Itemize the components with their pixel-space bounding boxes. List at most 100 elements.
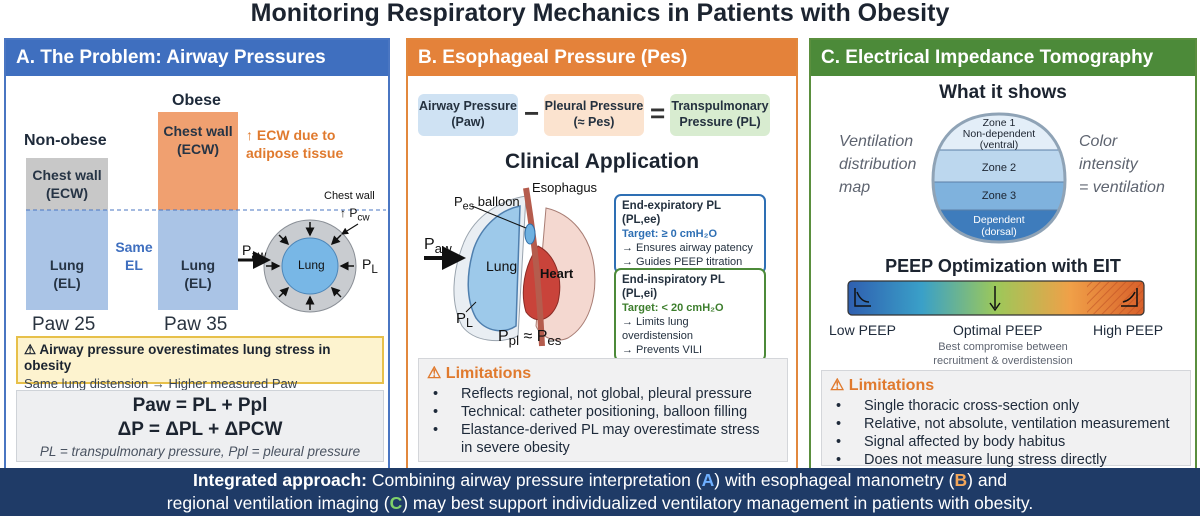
non-obese-label: Non-obese	[24, 132, 107, 149]
chest-wall-text: Chest wall	[163, 123, 233, 139]
equals-sign: =	[650, 98, 666, 128]
diagram-chest-wall-label: Chest wall	[324, 190, 375, 202]
what-it-shows-title: What it shows	[939, 82, 1067, 103]
warning-box: ⚠ Airway pressure overestimates lung str…	[16, 336, 384, 391]
pcw-sub: cw	[357, 212, 370, 224]
same-el-text: EL	[125, 257, 143, 273]
pes-rest: balloon	[474, 194, 520, 209]
same-el-label: Same EL	[114, 238, 154, 274]
transpulmonary-box: Transpulmonary Pressure (PL)	[670, 94, 770, 136]
footer-bold: Integrated approach:	[192, 470, 368, 490]
right-line1: Color	[1079, 133, 1118, 150]
footer-banner: Integrated approach: Combining airway pr…	[0, 468, 1200, 516]
compromise-line2: recruitment & overdistension	[933, 355, 1073, 367]
esophagus-label: Esophagus	[532, 180, 598, 195]
footer-t3: ) and	[967, 470, 1008, 490]
warning-title: ⚠ Airway pressure overestimates lung str…	[24, 342, 331, 373]
list-item-continuation: in severe obesity	[461, 440, 570, 456]
left-line2: distribution	[839, 156, 917, 173]
compromise-note: Best compromise between recruitment & ov…	[811, 340, 1195, 368]
level-dashed-line	[26, 209, 386, 211]
ecw-note-line1: ↑ ECW due to	[246, 127, 336, 143]
left-line3: map	[839, 179, 871, 196]
obese-lung: Lung (EL)	[158, 210, 238, 310]
pleural-line1: Pleural Pressure	[544, 99, 644, 113]
heart-label: Heart	[540, 266, 574, 281]
dep-line1: Dependent	[973, 214, 1025, 226]
equation-2: ΔP = ΔPL + ΔPCW	[117, 419, 283, 440]
ecw-text: (ECW)	[177, 141, 219, 157]
ee-bullet-2: → Guides PEEP titration	[622, 256, 743, 268]
pleural-pressure-box: Pleural Pressure (≈ Pes)	[544, 94, 644, 136]
panel-c-header: C. Electrical Impedance Tomography	[811, 40, 1195, 76]
obese-chest-wall: Chest wall (ECW)	[158, 112, 238, 210]
warning-text: Same lung distension → Higher measured P…	[24, 376, 298, 391]
dependent-label: Dependent (dorsal)	[929, 214, 1069, 238]
pl-sub: L	[371, 262, 378, 276]
el-text: (EL)	[184, 275, 212, 291]
airway-pressure-box: Airway Pressure (Paw)	[418, 94, 518, 136]
pl-text: P	[362, 256, 372, 272]
ei-bullet-1: → Limits lung overdistension	[622, 316, 693, 342]
ventilation-map-label: Ventilation distribution map	[839, 130, 916, 199]
panel-b-header: B. Esophageal Pressure (Pes)	[408, 40, 796, 76]
paw-label: Paw	[424, 236, 452, 256]
diagram-pcw-label: ↑ Pcw	[340, 206, 370, 223]
ppl-p: P	[498, 328, 509, 345]
airway-line2: (Paw)	[451, 115, 485, 129]
lung-text: Lung	[49, 257, 85, 273]
panel-a-header: A. The Problem: Airway Pressures	[6, 40, 388, 76]
right-line2: intensity	[1079, 156, 1138, 173]
pl-label: PL	[456, 310, 473, 330]
pleural-line2: (≈ Pes)	[573, 115, 615, 129]
limitations-list-b: Reflects regional, not global, pleural p…	[427, 385, 779, 439]
paw-35: Paw 35	[164, 314, 228, 335]
peep-optimization-title: PEEP Optimization with EIT	[885, 256, 1121, 276]
lung-label: Lung	[486, 258, 518, 274]
limitations-title-c: ⚠ Limitations	[830, 377, 935, 394]
thorax-illustration	[424, 187, 596, 347]
zone-2-label: Zone 2	[981, 162, 1017, 174]
transp-line1: Transpulmonary	[671, 99, 769, 113]
eit-lung-map	[931, 112, 1067, 244]
footer-line-2: regional ventilation imaging (C) may bes…	[0, 492, 1200, 515]
clinical-application-title: Clinical Application	[504, 150, 700, 173]
pes-p: P	[454, 194, 463, 209]
optimal-peep-label: Optimal PEEP	[953, 322, 1043, 338]
footer-a: A	[701, 470, 715, 490]
diagram-lung-label: Lung	[298, 258, 325, 272]
ecw-note: ↑ ECW due to adipose tissue	[246, 126, 343, 162]
panel-a: A. The Problem: Airway Pressures Non-obe…	[4, 38, 390, 470]
pes-sub-2: es	[547, 333, 562, 349]
dep-line2: (dorsal)	[981, 226, 1017, 238]
list-item: Elastance-derived PL may overestimate st…	[427, 421, 779, 439]
paw-text: P	[242, 242, 252, 258]
footer-t2: ) with esophageal manometry (	[714, 470, 955, 490]
equation-box: Paw = PL + Ppl ΔP = ΔPL + ΔPCW PL = tran…	[16, 390, 384, 462]
limitations-box-c: ⚠ Limitations Single thoracic cross-sect…	[821, 370, 1191, 469]
footer-t1: Combining airway pressure interpretation…	[367, 470, 702, 490]
limitations-box-b: ⚠ Limitations Reflects regional, not glo…	[418, 358, 788, 462]
ee-bullet-1: → Ensures airway patency	[622, 242, 753, 254]
list-item: Reflects regional, not global, pleural p…	[427, 385, 779, 403]
footer-t5: ) may best support individualized ventil…	[402, 493, 1034, 513]
zone1-sub1: Non-dependent	[962, 128, 1036, 140]
footer-line-1: Integrated approach: Combining airway pr…	[0, 469, 1200, 492]
low-peep-label: Low PEEP	[829, 322, 896, 338]
airway-line1: Airway Pressure	[419, 99, 517, 113]
ee-title: End-expiratory PL (PL,ee)	[622, 200, 721, 226]
right-line3: = ventilation	[1079, 179, 1165, 196]
list-item: Technical: catheter positioning, balloon…	[427, 403, 779, 421]
zone-3-label: Zone 3	[981, 190, 1017, 202]
zone-1-label: Zone 1 Non-dependent (ventral)	[929, 118, 1069, 151]
lung-text: Lung	[180, 257, 216, 273]
left-line1: Ventilation	[839, 133, 914, 150]
ppl-pes-label: Ppl ≈ Pes	[498, 328, 561, 348]
chest-wall-text: Chest wall	[32, 167, 102, 183]
page-title: Monitoring Respiratory Mechanics in Pati…	[250, 0, 950, 27]
compromise-line1: Best compromise between	[938, 341, 1068, 353]
ppl-eq: ≈ P	[519, 328, 548, 345]
end-inspiratory-box: End-inspiratory PL (PL,ei) Target: < 20 …	[614, 268, 766, 362]
zone1-text: Zone 1	[982, 117, 1016, 129]
peep-gradient-bar	[847, 280, 1145, 316]
